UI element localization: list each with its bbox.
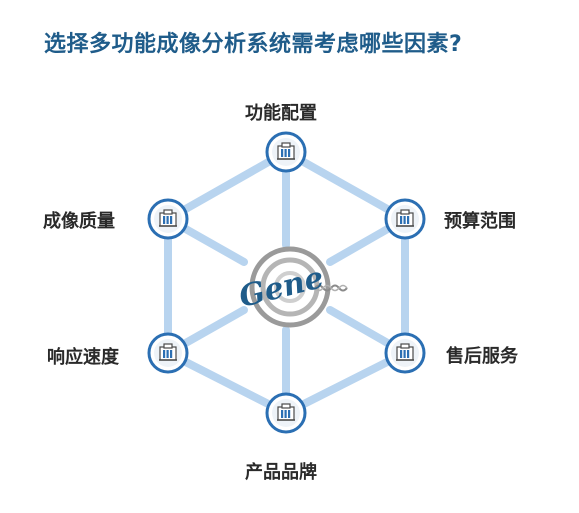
edge-bottomright-bottom	[282, 349, 409, 417]
building-icon	[159, 343, 177, 361]
node-bottomright	[384, 332, 426, 374]
logo-core	[274, 271, 306, 303]
node-label-bottomright: 售后服务	[446, 346, 518, 367]
edge-topleft-top	[164, 148, 290, 223]
edge-bottom-bottomleft	[164, 349, 290, 417]
building-icon	[396, 343, 414, 361]
edge-top-topright	[282, 148, 409, 223]
node-top	[265, 131, 307, 173]
node-bottom	[265, 392, 307, 434]
building-icon	[159, 209, 177, 227]
node-label-topright: 预算范围	[444, 211, 516, 232]
building-icon	[277, 403, 295, 421]
building-icon	[396, 209, 414, 227]
hexagon-edges	[164, 148, 409, 417]
node-label-bottomleft: 响应速度	[47, 347, 119, 368]
building-icon	[277, 142, 295, 160]
node-label-top: 功能配置	[245, 103, 317, 124]
node-topleft	[147, 198, 189, 240]
node-bottomleft	[147, 332, 189, 374]
node-layer	[147, 131, 426, 434]
node-topright	[384, 198, 426, 240]
page-title: 选择多功能成像分析系统需考虑哪些因素?	[44, 32, 463, 57]
node-label-bottom: 产品品牌	[245, 462, 317, 483]
node-label-topleft: 成像质量	[43, 211, 115, 232]
